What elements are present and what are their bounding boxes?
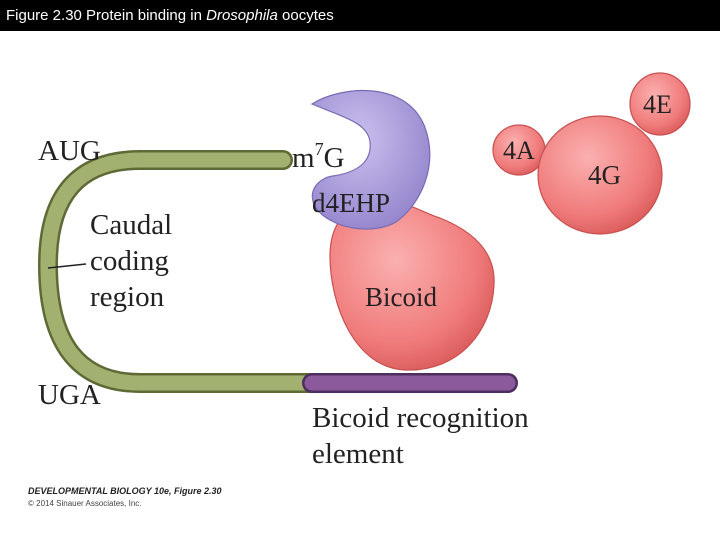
eif4a-label: 4A — [503, 136, 535, 165]
aug-label: AUG — [38, 135, 101, 167]
d4ehp-label: d4EHP — [312, 188, 390, 218]
cap-superscript: 7 — [315, 139, 324, 159]
mrna-strand — [37, 150, 325, 393]
bicoid-protein — [329, 200, 495, 371]
eif4e-protein — [629, 72, 691, 136]
coding-region-label-line1: Caudal — [90, 209, 172, 241]
coding-region-leader-line — [47, 263, 87, 269]
bre-label-line1: Bicoid recognition — [312, 402, 529, 434]
bre-label-line2: element — [312, 438, 404, 470]
title-prefix: Figure 2.30 Protein binding in — [6, 7, 207, 24]
title-suffix: oocytes — [277, 7, 334, 24]
bicoid-label: Bicoid — [365, 282, 437, 312]
figure-title: Figure 2.30 Protein binding in Drosophil… — [0, 0, 720, 31]
coding-region-label-line3: region — [90, 281, 165, 313]
cap-end: G — [324, 142, 345, 174]
credit-copyright: © 2014 Sinauer Associates, Inc. — [28, 499, 142, 508]
credit-title: DEVELOPMENTAL BIOLOGY 10e, Figure 2.30 — [28, 486, 222, 496]
title-italic: Drosophila — [206, 7, 278, 24]
eif4g-label: 4G — [588, 160, 621, 190]
cap-base: m — [292, 142, 315, 174]
coding-region-label-line2: coding — [90, 245, 169, 277]
cap-label: m7G — [292, 139, 345, 174]
d4ehp-protein — [310, 89, 431, 230]
eif4g-protein — [537, 115, 663, 235]
uga-label: UGA — [38, 379, 101, 411]
eif4e-label: 4E — [643, 90, 672, 119]
mrna-strand-fill — [40, 152, 323, 391]
